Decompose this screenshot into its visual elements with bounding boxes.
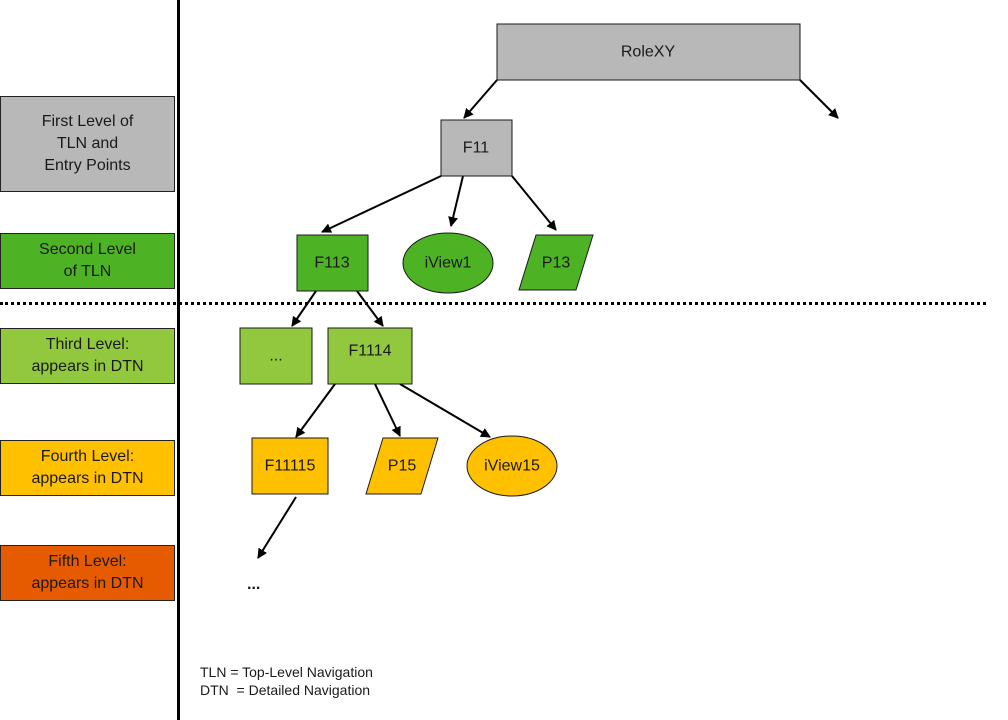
node-third-more-label: ... [269,348,282,365]
node-iview15-label: iView15 [484,458,540,475]
node-p13-label: P13 [542,255,571,272]
edge-root-offscreen [799,79,839,119]
edge-f11115-more [257,496,297,559]
node-rolexy [496,23,801,81]
node-iview15 [466,435,558,497]
edge-f1114-f11115 [295,383,336,438]
node-p15 [365,437,439,495]
level-box-fourth: Fourth Level: appears in DTN [0,440,175,496]
edge-f1114-iview15 [399,383,491,438]
tln-dtn-boundary-line [0,302,986,305]
node-f11 [440,119,513,177]
node-iview1-label: iView1 [425,255,472,272]
edge-f113-more [291,290,317,327]
node-p15-label: P15 [388,458,417,475]
node-rolexy-label: RoleXY [621,44,676,61]
node-f113 [296,234,369,292]
level-box-third: Third Level: appears in DTN [0,328,175,384]
node-f113-label: F113 [314,255,349,272]
node-f1114 [327,327,413,385]
edge-f113-f1114 [356,290,384,327]
legend-dtn: DTN = Detailed Navigation [200,682,371,698]
node-f11-label: F11 [463,140,489,157]
edge-f1114-p15 [374,383,401,437]
level-box-second: Second Level of TLN [0,233,175,289]
level-separator-line [177,0,180,720]
node-f1114-label: F1114 [349,343,392,360]
edge-f11-p13 [511,175,557,231]
node-p13 [518,234,594,291]
fifth-level-more: ... [247,576,261,593]
legend-tln: TLN = Top-Level Navigation [200,664,373,680]
level-box-first: First Level of TLN and Entry Points [0,96,175,192]
edge-f11-f113 [321,175,442,233]
edge-root-f11 [463,79,498,119]
node-iview1 [402,232,494,294]
edge-f11-iview1 [448,175,464,227]
node-third-more [239,327,313,385]
level-box-fifth: Fifth Level: appears in DTN [0,545,175,601]
legend: TLN = Top-Level Navigation DTN = Detaile… [200,663,373,699]
node-f11115-label: F11115 [265,458,316,475]
node-f11115 [251,437,329,495]
